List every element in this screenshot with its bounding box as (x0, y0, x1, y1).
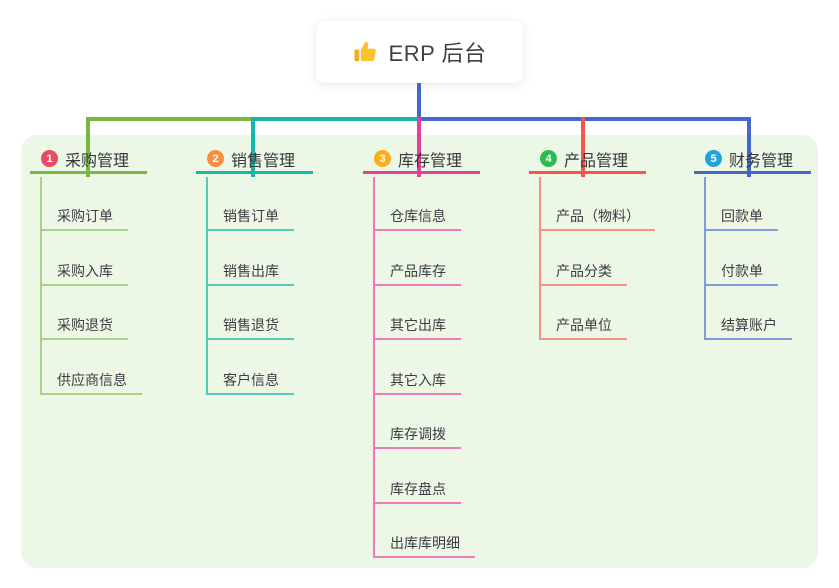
branch-header-2[interactable]: 2 销售管理 (196, 146, 313, 174)
branch-item[interactable]: 库存盘点 (373, 476, 461, 504)
branch-label: 产品管理 (564, 152, 629, 170)
branch-drop-line (417, 117, 421, 177)
root-title: ERP 后台 (388, 41, 487, 66)
branch-drop-line (86, 117, 90, 177)
splitter-segment-2 (251, 117, 419, 121)
branch-item[interactable]: 回款单 (704, 203, 778, 231)
branch-item[interactable]: 库存调拨 (373, 421, 461, 449)
branch-label: 财务管理 (729, 152, 794, 170)
branch-spine-line (704, 177, 706, 340)
branch-number-badge: 2 (207, 150, 224, 167)
branch-item[interactable]: 采购入库 (40, 258, 128, 286)
branch-item[interactable]: 其它入库 (373, 367, 461, 395)
branch-item[interactable]: 供应商信息 (40, 367, 142, 395)
branch-spine-line (539, 177, 541, 340)
branch-item[interactable]: 仓库信息 (373, 203, 461, 231)
branch-label: 销售管理 (231, 152, 296, 170)
branch-label: 库存管理 (398, 152, 463, 170)
branch-item[interactable]: 付款单 (704, 258, 778, 286)
branch-label: 采购管理 (65, 152, 130, 170)
branch-header-5[interactable]: 5 财务管理 (694, 146, 811, 174)
root-node[interactable]: ERP 后台 (316, 21, 523, 83)
branch-item[interactable]: 出库库明细 (373, 530, 475, 558)
branch-drop-line (581, 117, 585, 177)
branch-number-badge: 5 (705, 150, 722, 167)
branch-item[interactable]: 产品分类 (539, 258, 627, 286)
thumbs-up-icon (354, 42, 376, 62)
branch-spine-line (40, 177, 42, 395)
branch-item[interactable]: 采购订单 (40, 203, 128, 231)
branch-item[interactable]: 销售订单 (206, 203, 294, 231)
branch-item[interactable]: 采购退货 (40, 312, 128, 340)
branch-header-3[interactable]: 3 库存管理 (363, 146, 480, 174)
branch-item[interactable]: 销售退货 (206, 312, 294, 340)
branch-drop-line (747, 117, 751, 177)
splitter-segment-1 (86, 117, 253, 121)
branch-item[interactable]: 客户信息 (206, 367, 294, 395)
branch-item[interactable]: 其它出库 (373, 312, 461, 340)
branch-number-badge: 3 (374, 150, 391, 167)
branch-drop-line (251, 117, 255, 177)
branch-number-badge: 4 (540, 150, 557, 167)
branch-number-badge: 1 (41, 150, 58, 167)
branch-item[interactable]: 产品单位 (539, 312, 627, 340)
branch-header-4[interactable]: 4 产品管理 (529, 146, 646, 174)
branch-item[interactable]: 结算账户 (704, 312, 792, 340)
branch-header-1[interactable]: 1 采购管理 (30, 146, 147, 174)
branches-panel (21, 135, 818, 568)
branch-item[interactable]: 销售出库 (206, 258, 294, 286)
branch-item[interactable]: 产品（物料） (539, 203, 655, 231)
branch-spine-line (373, 177, 375, 558)
branch-item[interactable]: 产品库存 (373, 258, 461, 286)
branch-spine-line (206, 177, 208, 395)
root-connector-line (417, 83, 421, 119)
